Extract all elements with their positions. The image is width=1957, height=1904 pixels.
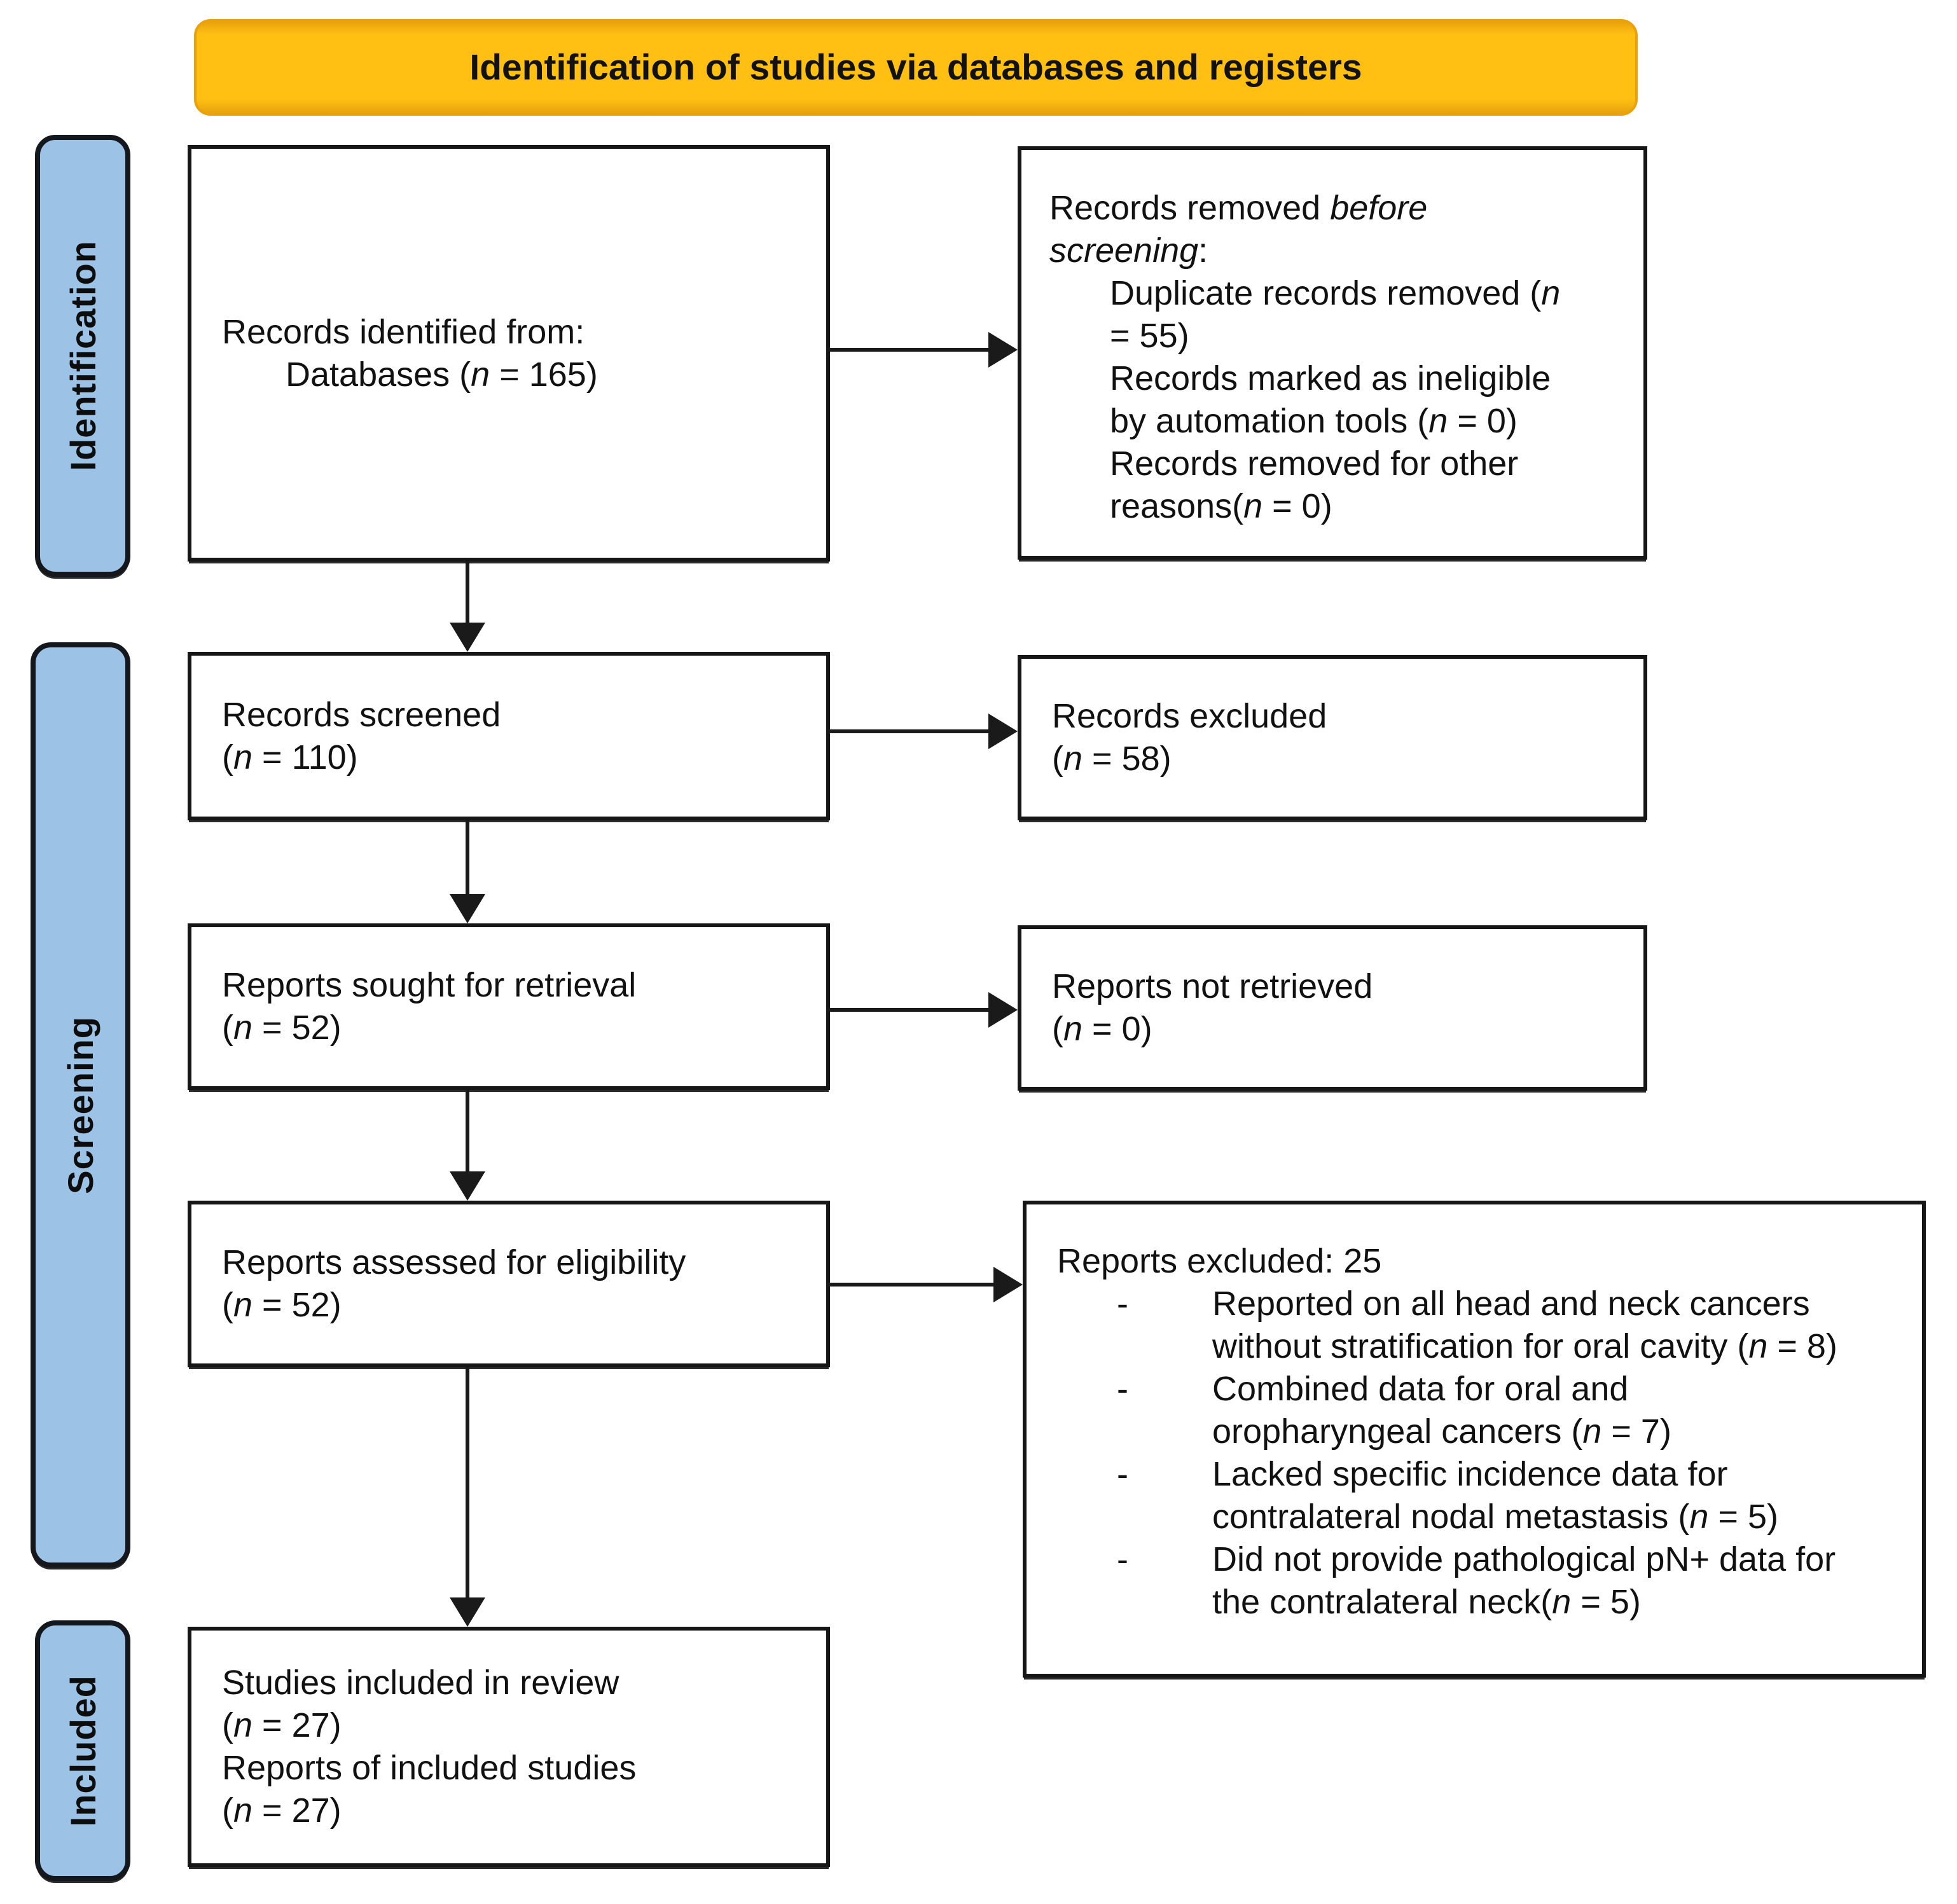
records-screened-line1: Records screened [222, 695, 501, 734]
box-studies-included: Studies included in review (n = 27) Repo… [188, 1627, 830, 1867]
arrow-head-icon [988, 332, 1018, 368]
arrow-head-icon [988, 714, 1018, 749]
reports-excluded-item-text: Did not provide pathological pN+ data fo… [1212, 1540, 1836, 1621]
reports-excluded-item: - Combined data for oral and oropharynge… [1057, 1368, 1903, 1453]
reports-excluded-item-text: Reported on all head and neck cancers wi… [1212, 1285, 1837, 1365]
reports-excluded-item: - Did not provide pathological pN+ data … [1057, 1538, 1903, 1624]
reports-not-retrieved-line1: Reports not retrieved [1052, 967, 1373, 1005]
reports-excluded-item: - Lacked specific incidence data for con… [1057, 1453, 1903, 1538]
records-removed-heading-italic: before screening [1049, 189, 1428, 270]
arrow-line [466, 562, 469, 624]
banner-title-text: Identification of studies via databases … [469, 47, 1362, 88]
reports-assessed-line1: Reports assessed for eligibility [222, 1243, 686, 1281]
stage-label-screening-text: Screening [60, 1016, 100, 1194]
arrow-head-icon [450, 894, 485, 923]
arrow-head-icon [993, 1267, 1023, 1302]
arrow-line [466, 1367, 469, 1599]
box-reports-excluded: Reports excluded: 25 - Reported on all h… [1023, 1201, 1926, 1678]
reports-excluded-heading: Reports excluded: 25 [1057, 1242, 1382, 1280]
arrow-line [827, 1283, 993, 1287]
records-removed-heading-prefix: Records removed [1049, 189, 1331, 227]
reports-not-retrieved-line2: (n = 0) [1052, 1010, 1152, 1048]
arrow-head-icon [450, 623, 485, 652]
reports-excluded-item: - Reported on all head and neck cancers … [1057, 1283, 1903, 1368]
box-records-screened: Records screened (n = 110) [188, 652, 830, 820]
arrow-head-icon [988, 992, 1018, 1028]
box-records-identified: Records identified from: Databases (n = … [188, 145, 830, 562]
arrow-line [827, 729, 988, 733]
box-reports-assessed: Reports assessed for eligibility (n = 52… [188, 1201, 830, 1367]
arrow-line [827, 348, 988, 352]
stage-label-identification-text: Identification [62, 240, 103, 471]
stage-label-identification: Identification [35, 135, 130, 577]
records-removed-item: Records removed for other reasons(n = 0) [1110, 445, 1519, 525]
records-removed-item: Duplicate records removed (n = 55) [1110, 274, 1561, 355]
banner-title: Identification of studies via databases … [194, 19, 1638, 116]
arrow-head-icon [450, 1597, 485, 1627]
records-removed-heading-suffix: : [1198, 231, 1208, 270]
arrow-line [466, 820, 469, 895]
arrow-head-icon [450, 1171, 485, 1201]
box-records-removed: Records removed before screening: Duplic… [1018, 146, 1647, 560]
stage-label-screening: Screening [31, 642, 130, 1568]
reports-assessed-line2: (n = 52) [222, 1286, 342, 1324]
reports-excluded-item-text: Combined data for oral and oropharyngeal… [1212, 1370, 1671, 1451]
reports-sought-line1: Reports sought for retrieval [222, 966, 637, 1004]
box-records-excluded: Records excluded (n = 58) [1018, 655, 1647, 820]
stage-label-included: Included [35, 1620, 130, 1881]
reports-sought-line2: (n = 52) [222, 1009, 342, 1047]
bullet-dash: - [1117, 1540, 1128, 1578]
records-identified-line2: Databases (n = 165) [286, 355, 598, 394]
records-excluded-line2: (n = 58) [1052, 740, 1172, 778]
box-reports-sought: Reports sought for retrieval (n = 52) [188, 923, 830, 1090]
studies-included-line4: (n = 27) [222, 1791, 342, 1830]
records-removed-item: Records marked as ineligible by automati… [1110, 359, 1551, 440]
records-removed-heading: Records removed before screening: [1049, 187, 1558, 272]
bullet-dash: - [1117, 1285, 1128, 1323]
box-reports-not-retrieved: Reports not retrieved (n = 0) [1018, 925, 1647, 1091]
bullet-dash: - [1117, 1370, 1128, 1408]
arrow-line [466, 1090, 469, 1173]
studies-included-line2: (n = 27) [222, 1706, 342, 1744]
records-identified-line1: Records identified from: [222, 312, 585, 351]
studies-included-line3: Reports of included studies [222, 1749, 637, 1787]
arrow-line [827, 1008, 988, 1012]
records-excluded-line1: Records excluded [1052, 697, 1327, 735]
studies-included-line1: Studies included in review [222, 1664, 619, 1702]
records-screened-line2: (n = 110) [222, 738, 358, 776]
reports-excluded-item-text: Lacked specific incidence data for contr… [1212, 1455, 1778, 1536]
bullet-dash: - [1117, 1455, 1128, 1493]
stage-label-included-text: Included [62, 1674, 103, 1827]
